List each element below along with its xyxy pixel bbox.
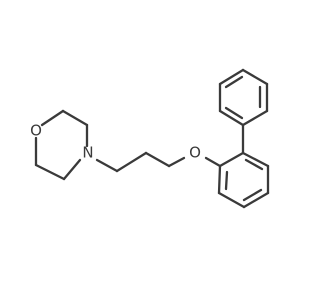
ring2-double-1	[224, 170, 229, 191]
bond-c3-c4	[34, 163, 66, 181]
bond-ch2c-o	[167, 156, 186, 168]
bond-ch2a-ch2b	[115, 151, 148, 173]
bond-ch2b-ch2c	[144, 151, 171, 168]
bond-o-c1	[40, 109, 65, 127]
morpholine-nitrogen-label: N	[82, 144, 93, 162]
ether-oxygen-label: O	[189, 144, 201, 162]
ring1-double-2	[224, 75, 244, 89]
structural-formula: O N O	[30, 68, 270, 209]
ring2-bond-4	[242, 191, 270, 209]
ring1-bond-1	[241, 109, 269, 127]
ring2-bond-6	[217, 164, 222, 195]
bond-n-c3	[62, 158, 82, 181]
bond-o-ar	[204, 156, 222, 168]
ether-bond	[204, 156, 222, 168]
ring1-bond-4	[218, 68, 245, 86]
bond-c1-c2	[61, 109, 89, 127]
ring2-bond-2	[241, 151, 270, 168]
bond-n-ch2a	[95, 158, 119, 173]
morpholine-oxygen-label: O	[30, 122, 42, 140]
ring2-bond-1	[218, 151, 245, 168]
propyl-chain	[95, 151, 186, 173]
lower-phenyl-ring	[217, 151, 270, 209]
ring2-double-3	[242, 188, 263, 202]
ring1-bond-6	[218, 109, 245, 127]
ring1-double-3	[224, 106, 244, 120]
ring2-bond-5	[217, 191, 246, 209]
morpholine-ring	[34, 109, 89, 181]
ring2-double-2	[244, 158, 264, 171]
upper-phenyl-ring	[218, 68, 269, 127]
ring1-bond-3	[241, 68, 269, 86]
